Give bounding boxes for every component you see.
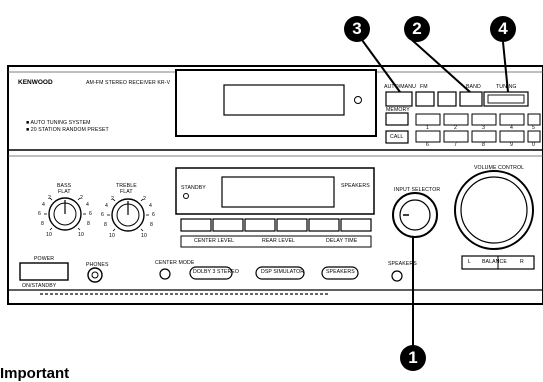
band-button <box>459 91 483 107</box>
dsp-simulator-label: DSP SIMULATOR <box>261 269 305 275</box>
auto-manual-button <box>385 91 413 107</box>
volume-control-label: VOLUME CONTROL <box>474 165 525 171</box>
level-bar <box>180 235 372 248</box>
preset-num-9: 9 <box>510 142 513 148</box>
call-button <box>385 130 409 144</box>
center-display <box>221 176 335 208</box>
bass-tick-6l: 6 <box>38 211 41 217</box>
treble-tick-8l: 8 <box>104 222 107 228</box>
right-speakers-label: SPEAKERS <box>388 261 417 267</box>
standby-label: STANDBY <box>181 185 206 191</box>
input-selector-knob <box>392 192 438 238</box>
dsp-simulator-button <box>255 266 305 280</box>
preset-row-1 <box>415 113 541 126</box>
bass-tick-8l: 8 <box>41 221 44 227</box>
memory-label: MEMORY <box>386 107 410 113</box>
brand-logo: KENWOOD <box>18 79 53 86</box>
preset-num-6: 6 <box>426 142 429 148</box>
speakers-button <box>321 266 359 280</box>
dolby-button-label: DOLBY 3 STEREO <box>193 269 239 275</box>
phones-label: PHONES <box>86 262 109 268</box>
dsp-button-row <box>180 218 372 232</box>
balance-r-label: R <box>520 259 524 265</box>
center-mode-label: CENTER MODE <box>155 260 195 266</box>
preset-num-3: 3 <box>482 125 485 131</box>
bass-tick-2r: 2 <box>80 195 83 201</box>
preset-num-8: 8 <box>482 142 485 148</box>
treble-flat-label: FLAT <box>120 189 133 195</box>
model-line: AM-FM STEREO RECEIVER KR-V <box>86 80 171 86</box>
callout-2: 2 <box>404 16 430 42</box>
bass-label: BASS <box>57 183 72 189</box>
important-heading: Important <box>0 365 70 382</box>
callout-1: 1 <box>400 345 426 371</box>
treble-tick-10l: 10 <box>109 233 115 239</box>
on-standby-label: ON/STANDBY <box>22 283 57 289</box>
speakers-button-label: SPEAKERS <box>326 269 355 275</box>
input-selector-label: INPUT SELECTOR <box>394 187 441 193</box>
callout-4: 4 <box>490 16 516 42</box>
dolby-button <box>189 266 233 280</box>
treble-knob <box>107 198 149 232</box>
treble-tick-8r: 8 <box>150 222 153 228</box>
call-label: CALL <box>390 134 404 140</box>
callout-3: 3 <box>344 16 370 42</box>
power-label: POWER <box>34 256 55 262</box>
bass-tick-10r: 10 <box>78 232 84 238</box>
preset-num-7: 7 <box>454 142 457 148</box>
band-label: BAND <box>466 84 481 90</box>
standby-indicator <box>183 193 189 199</box>
fm-label: FM <box>420 84 428 90</box>
auto-manual-label: AUTO/MANU <box>384 84 416 90</box>
speakers-indicator-label: SPEAKERS <box>341 183 370 189</box>
preset-num-1: 1 <box>426 125 429 131</box>
bass-tick-4r: 4 <box>86 202 89 208</box>
treble-label: TREBLE <box>116 183 137 189</box>
preset-row-2 <box>415 130 541 143</box>
preset-num-4: 4 <box>510 125 513 131</box>
treble-tick-2l: 2 <box>111 196 114 202</box>
volume-knob <box>454 170 534 250</box>
bass-tick-2l: 2 <box>48 195 51 201</box>
center-level-label: CENTER LEVEL <box>194 238 235 244</box>
bass-tick-4l: 4 <box>42 202 45 208</box>
bass-knob <box>44 197 86 231</box>
center-mode-button <box>159 268 171 280</box>
preset-num-2: 2 <box>454 125 457 131</box>
balance-l-label: L <box>468 259 471 265</box>
aux-button <box>437 91 457 107</box>
preset-num-0: 0 <box>532 142 535 148</box>
callout-2-leader <box>411 39 471 93</box>
feature-1: ■ AUTO TUNING SYSTEM <box>26 120 91 126</box>
tuned-indicator <box>354 96 362 104</box>
power-button <box>19 262 69 281</box>
treble-tick-2r: 2 <box>143 196 146 202</box>
treble-tick-6r: 6 <box>152 212 155 218</box>
callout-3-leader <box>361 39 401 93</box>
small-knob <box>391 270 403 282</box>
tuning-buttons-inner <box>487 94 525 104</box>
rear-level-label: REAR LEVEL <box>262 238 296 244</box>
delay-time-label: DELAY TIME <box>326 238 358 244</box>
bass-tick-8r: 8 <box>87 221 90 227</box>
memory-button <box>385 112 409 126</box>
treble-tick-6l: 6 <box>101 212 104 218</box>
preset-num-5: 5 <box>532 125 535 131</box>
fm-button <box>415 91 435 107</box>
bass-tick-10l: 10 <box>46 232 52 238</box>
tuning-label: TUNING <box>496 84 517 90</box>
bass-flat-label: FLAT <box>58 189 71 195</box>
treble-tick-10r: 10 <box>141 233 147 239</box>
callout-4-leader <box>502 41 509 93</box>
balance-label: BALANCE <box>482 259 507 265</box>
treble-tick-4r: 4 <box>149 203 152 209</box>
bass-tick-6r: 6 <box>89 211 92 217</box>
treble-tick-4l: 4 <box>105 203 108 209</box>
feature-2: ■ 20 STATION RANDOM PRESET <box>26 127 109 133</box>
frequency-display <box>223 84 345 116</box>
